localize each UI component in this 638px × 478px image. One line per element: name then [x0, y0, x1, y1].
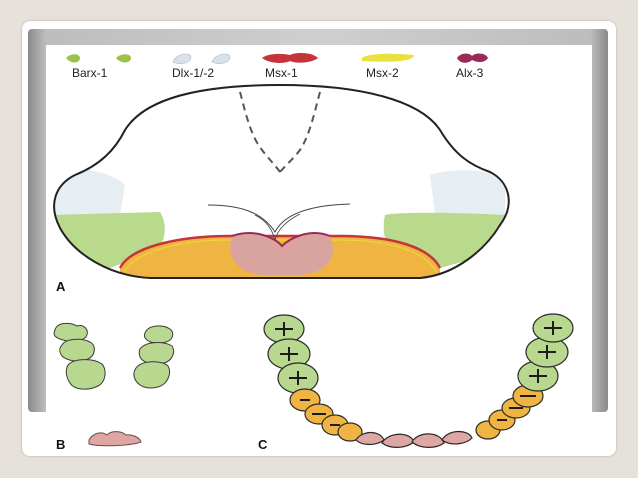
- panel-a-head: [53, 83, 510, 279]
- mouth-line: [207, 203, 351, 234]
- legend-label-alx3: Alx-3: [456, 66, 484, 80]
- molar-right-2: [138, 342, 175, 365]
- molar-left-3: [65, 359, 106, 390]
- dashed-v-right: [279, 91, 321, 173]
- legend-label-barx1: Barx-1: [72, 66, 108, 80]
- msx2-rim: [123, 239, 437, 273]
- legend-swatch-msx1: [262, 53, 318, 63]
- legend-swatch-barx1-right: [116, 54, 131, 63]
- legend-label-dlx: Dlx-1/-2: [172, 66, 215, 80]
- dlx-domain-right: [430, 170, 505, 215]
- arch-fissures: [275, 321, 562, 426]
- legend-label-msx2: Msx-2: [366, 66, 399, 80]
- legend-label-msx1: Msx-1: [265, 66, 298, 80]
- dashed-v-left: [239, 91, 281, 173]
- alx-center-domain: [230, 233, 333, 275]
- msx1-rim: [118, 234, 442, 269]
- arch-incisor-2: [381, 433, 415, 448]
- panel-b-teeth: [53, 322, 175, 447]
- molar-left-2: [59, 338, 95, 362]
- panel-letter-b: B: [56, 437, 66, 452]
- molar-right-1: [143, 325, 174, 344]
- arch-canine-left-2: [337, 422, 363, 442]
- legend-swatches: [66, 53, 488, 64]
- head-outline: [53, 83, 510, 279]
- molar-left-1: [53, 322, 88, 342]
- mouth-line-inner: [254, 213, 301, 241]
- panel-letter-c: C: [258, 437, 268, 452]
- legend-swatch-barx1-left: [66, 54, 80, 63]
- panel-letter-a: A: [56, 279, 66, 294]
- legend-swatch-alx3: [457, 53, 488, 63]
- incisor-pink: [88, 431, 142, 447]
- alx-center-rim: [231, 232, 331, 248]
- legend-swatch-dlx-left: [172, 53, 192, 64]
- legend-swatch-dlx-right: [211, 53, 231, 64]
- molar-right-3: [133, 361, 171, 389]
- arch-incisor-4: [441, 430, 473, 445]
- panel-c-dental-arch: [263, 313, 574, 448]
- legend-swatch-msx2: [362, 53, 414, 62]
- arch-incisor-3: [411, 433, 445, 448]
